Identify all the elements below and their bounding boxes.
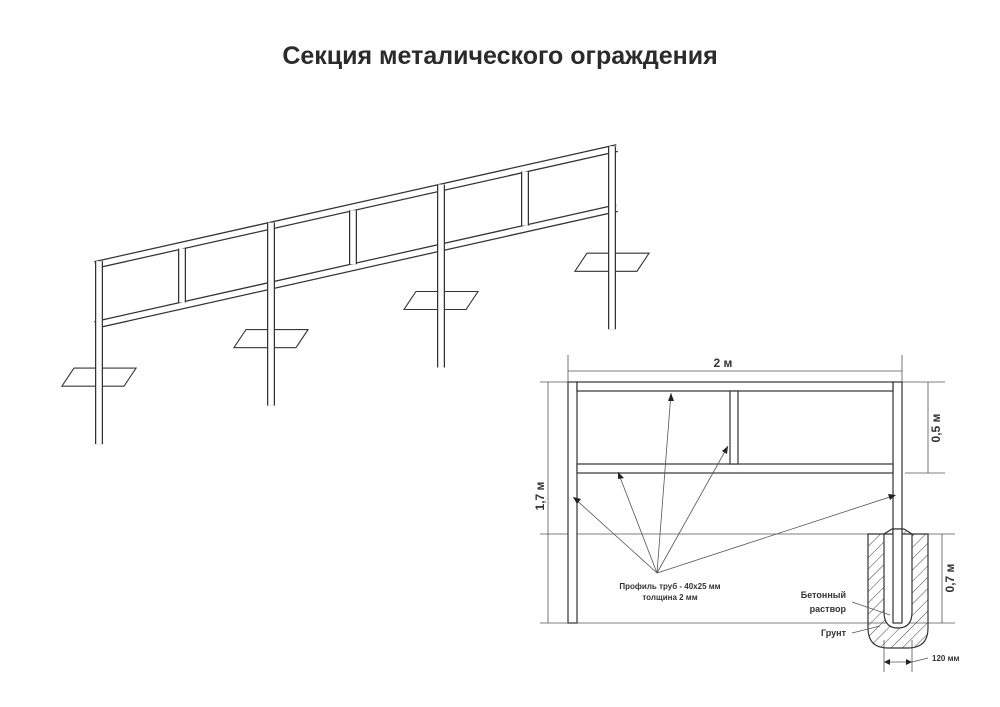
isometric-fence-view	[61, 144, 650, 445]
total-height-label: 1,7 м	[533, 481, 547, 510]
concrete-label-1: Бетонный	[801, 590, 846, 600]
lower-rail	[94, 205, 618, 328]
section-drawing: 2 м 0,5 м 1,7 м 0,7 м Профиль труб - 40х…	[533, 355, 959, 672]
width-label: 2 м	[714, 356, 733, 370]
upper-height-label: 0,5 м	[929, 413, 943, 442]
concrete-foundation	[867, 528, 929, 649]
soil-label: Грунт	[821, 628, 847, 638]
depth-label: 0,7 м	[943, 563, 957, 592]
hole-width-label: 120 мм	[932, 654, 959, 663]
profile-leader-arrows	[572, 392, 894, 634]
page-title: Секция металического ограждения	[282, 42, 718, 70]
top-rail	[94, 145, 618, 268]
fence-section-frame	[567, 381, 903, 624]
thickness-label: толщина 2 мм	[642, 593, 697, 602]
concrete-label-2: раствор	[810, 604, 847, 614]
profile-label: Профиль труб - 40х25 мм	[619, 582, 720, 591]
